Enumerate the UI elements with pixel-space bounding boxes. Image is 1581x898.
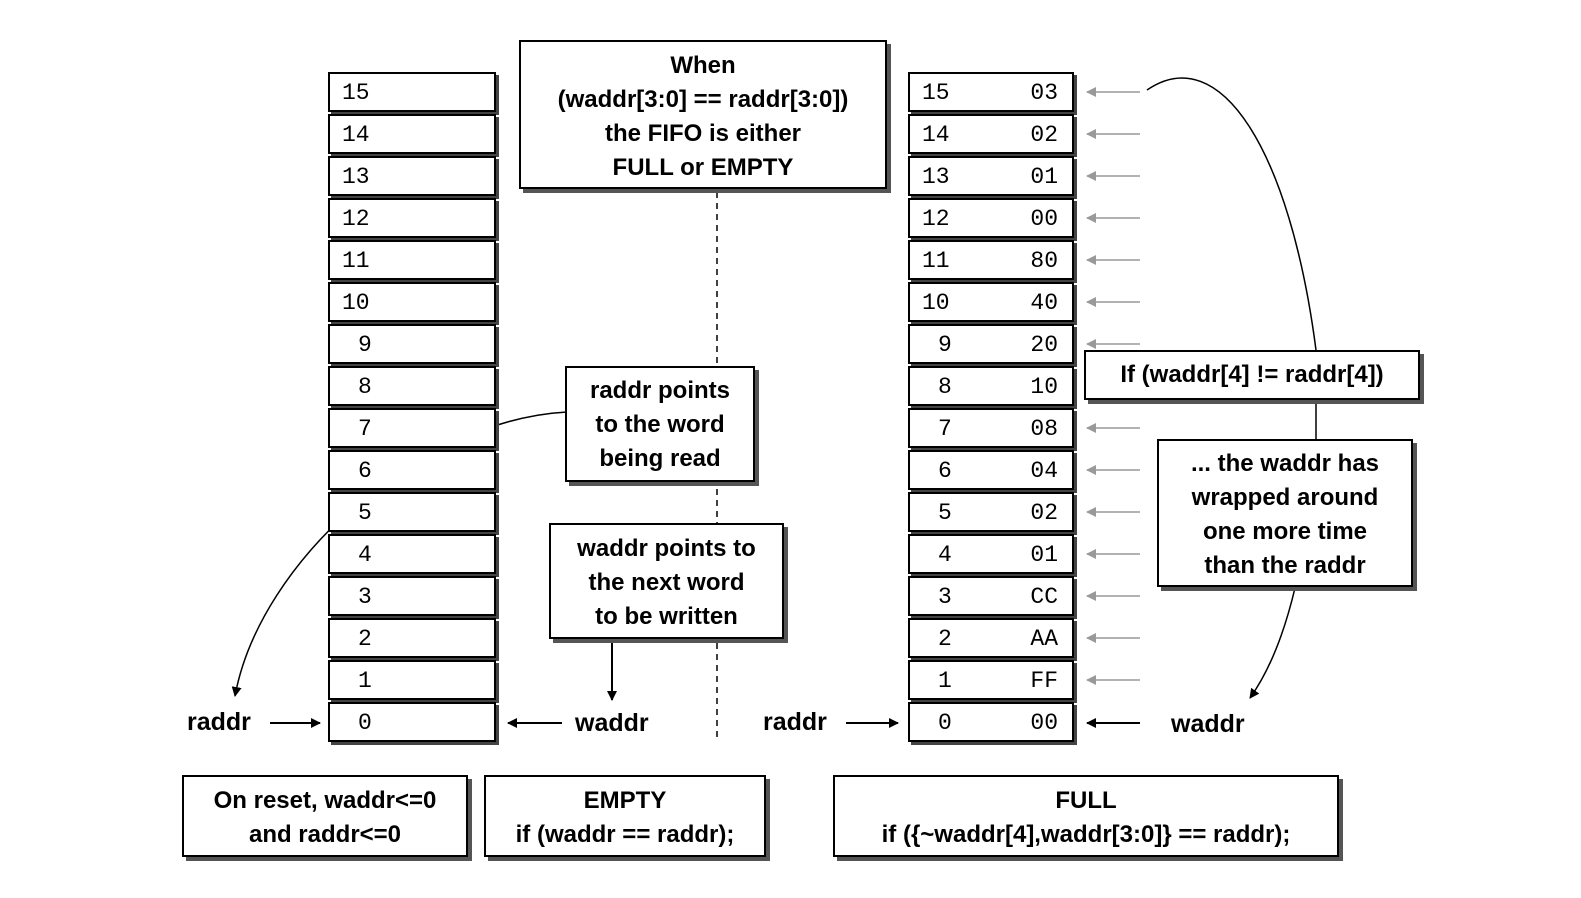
- left-waddr-label: waddr: [575, 709, 649, 737]
- left-memory-cell: 0: [328, 702, 496, 742]
- cell-address: 3: [938, 584, 952, 610]
- right-memory-cell: 8 10: [908, 366, 1074, 406]
- cell-address: 0: [358, 710, 372, 736]
- empty-note: EMPTY if (waddr == raddr);: [484, 775, 766, 857]
- wrap-curve-top: [1146, 77, 1317, 351]
- waddr-note: waddr points to the next word to be writ…: [549, 523, 784, 639]
- cell-value: 04: [1030, 458, 1058, 484]
- cell-address: 10: [342, 290, 370, 316]
- cell-address: 1: [358, 668, 372, 694]
- right-memory-cell: 7 08: [908, 408, 1074, 448]
- right-memory-cell: 2 AA: [908, 618, 1074, 658]
- full-note: FULL if ({~waddr[4],waddr[3:0]} == raddr…: [833, 775, 1339, 857]
- cell-address: 5: [938, 500, 952, 526]
- left-raddr-label: raddr: [187, 708, 251, 736]
- left-memory-cell: 13: [328, 156, 496, 196]
- cell-value: 00: [1030, 206, 1058, 232]
- right-memory-cell: 4 01: [908, 534, 1074, 574]
- right-memory-cell: 5 02: [908, 492, 1074, 532]
- cell-value: 02: [1030, 500, 1058, 526]
- cell-address: 0: [938, 710, 952, 736]
- cell-value: 03: [1030, 80, 1058, 106]
- left-memory-cell: 2: [328, 618, 496, 658]
- cell-address: 3: [358, 584, 372, 610]
- cell-address: 2: [358, 626, 372, 652]
- when-note: When (waddr[3:0] == raddr[3:0]) the FIFO…: [519, 40, 887, 189]
- cell-value: 00: [1030, 710, 1058, 736]
- right-raddr-label: raddr: [763, 708, 827, 736]
- reset-note: On reset, waddr<=0 and raddr<=0: [182, 775, 468, 857]
- cell-address: 5: [358, 500, 372, 526]
- wrap-note-arrow: [1249, 587, 1296, 699]
- cell-address: 7: [358, 416, 372, 442]
- left-memory-cell: 12: [328, 198, 496, 238]
- cell-value: 01: [1030, 164, 1058, 190]
- cell-address: 9: [358, 332, 372, 358]
- left-memory-cell: 15: [328, 72, 496, 112]
- raddr-note: raddr points to the word being read: [565, 366, 755, 482]
- cell-value: AA: [1030, 626, 1058, 652]
- cell-value: 01: [1030, 542, 1058, 568]
- right-memory-cell: 13 01: [908, 156, 1074, 196]
- left-memory-cell: 6: [328, 450, 496, 490]
- cell-value: 02: [1030, 122, 1058, 148]
- cell-address: 15: [342, 80, 370, 106]
- cell-value: CC: [1030, 584, 1058, 610]
- right-memory-cell: 10 40: [908, 282, 1074, 322]
- cell-address: 15: [922, 80, 950, 106]
- left-memory-cell: 8: [328, 366, 496, 406]
- left-memory-cell: 11: [328, 240, 496, 280]
- cell-address: 14: [342, 122, 370, 148]
- cell-value: 08: [1030, 416, 1058, 442]
- cell-address: 6: [938, 458, 952, 484]
- cell-address: 6: [358, 458, 372, 484]
- right-memory-cell: 1 FF: [908, 660, 1074, 700]
- cell-address: 8: [358, 374, 372, 400]
- right-memory-cell: 9 20: [908, 324, 1074, 364]
- cell-address: 4: [938, 542, 952, 568]
- left-memory-cell: 5: [328, 492, 496, 532]
- cell-address: 1: [938, 668, 952, 694]
- right-memory-cell: 6 04: [908, 450, 1074, 490]
- right-memory-cell: 3 CC: [908, 576, 1074, 616]
- cell-value: 80: [1030, 248, 1058, 274]
- cell-address: 13: [922, 164, 950, 190]
- if-note: If (waddr[4] != raddr[4]): [1084, 350, 1420, 400]
- cell-value: 40: [1030, 290, 1058, 316]
- cell-address: 12: [342, 206, 370, 232]
- cell-address: 14: [922, 122, 950, 148]
- left-memory-cell: 3: [328, 576, 496, 616]
- cell-value: 20: [1030, 332, 1058, 358]
- cell-address: 13: [342, 164, 370, 190]
- cell-address: 12: [922, 206, 950, 232]
- cell-value: 10: [1030, 374, 1058, 400]
- cell-address: 8: [938, 374, 952, 400]
- cell-address: 11: [922, 248, 950, 274]
- cell-value: FF: [1030, 668, 1058, 694]
- cell-address: 10: [922, 290, 950, 316]
- cell-address: 11: [342, 248, 370, 274]
- left-memory-cell: 7: [328, 408, 496, 448]
- left-memory-cell: 14: [328, 114, 496, 154]
- right-memory-cell: 11 80: [908, 240, 1074, 280]
- cell-address: 2: [938, 626, 952, 652]
- left-memory-cell: 10: [328, 282, 496, 322]
- cell-address: 4: [358, 542, 372, 568]
- right-memory-cell: 12 00: [908, 198, 1074, 238]
- left-memory-cell: 1: [328, 660, 496, 700]
- cell-address: 9: [938, 332, 952, 358]
- left-memory-cell: 4: [328, 534, 496, 574]
- right-waddr-label: waddr: [1171, 710, 1245, 738]
- cell-address: 7: [938, 416, 952, 442]
- left-memory-cell: 9: [328, 324, 496, 364]
- right-memory-cell: 14 02: [908, 114, 1074, 154]
- wrap-note: ... the waddr has wrapped around one mor…: [1157, 439, 1413, 587]
